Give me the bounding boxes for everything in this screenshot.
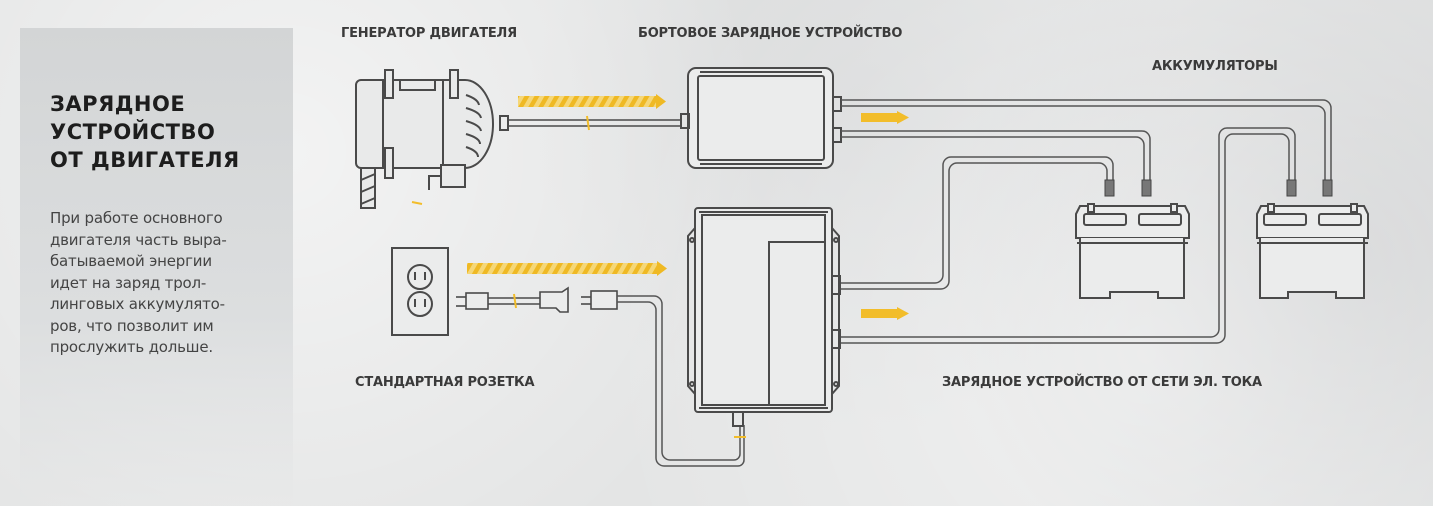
description-line: прослужить дольше. — [50, 338, 213, 356]
description-line: двигателя часть выра- — [50, 230, 227, 249]
description-line: При работе основного — [50, 209, 223, 227]
cable-mark — [411, 201, 423, 205]
label-mains-charger: ЗАРЯДНОЕ УСТРОЙСТВО ОТ СЕТИ ЭЛ. ТОКА — [942, 375, 1262, 390]
output-arrow-icon — [861, 111, 909, 124]
cable-plug-to-mains-charger — [617, 295, 746, 467]
energy-flow-arrow-icon — [518, 94, 666, 109]
description-line: батываемой энергии — [50, 252, 212, 270]
description-line: ров, что позволит им — [50, 316, 214, 335]
energy-flow-arrow-icon — [467, 261, 667, 276]
cable-generator-to-charger — [508, 115, 680, 131]
label-onboard-charger: БОРТОВОЕ ЗАРЯДНОЕ УСТРОЙСТВО — [638, 26, 903, 41]
label-batteries: АККУМУЛЯТОРЫ — [1152, 59, 1278, 74]
onboard-charger-icon — [680, 67, 842, 169]
panel-title-line: УСТРОЙСТВО — [50, 120, 216, 144]
description-line: линговых аккумулято- — [50, 295, 225, 313]
panel-description: При работе основного двигателя часть выр… — [50, 208, 290, 359]
ac-charger-icon — [687, 207, 841, 427]
power-outlet-icon — [391, 247, 449, 336]
description-line: идет на заряд трол- — [50, 273, 207, 292]
battery-icon — [1075, 203, 1190, 299]
cable-terminals — [1104, 179, 1333, 197]
label-engine-generator: ГЕНЕРАТОР ДВИГАТЕЛЯ — [341, 26, 517, 41]
label-standard-outlet: СТАНДАРТНАЯ РОЗЕТКА — [355, 375, 535, 390]
alternator-icon — [355, 69, 509, 209]
panel-title-line: ОТ ДВИГАТЕЛЯ — [50, 148, 240, 172]
panel-title: ЗАРЯДНОЕ УСТРОЙСТВО ОТ ДВИГАТЕЛЯ — [50, 90, 290, 174]
info-panel — [20, 28, 293, 506]
output-arrow-icon — [861, 307, 909, 320]
cable-mains-to-batteries — [840, 127, 1296, 344]
panel-title-line: ЗАРЯДНОЕ — [50, 92, 186, 116]
power-plug-icon — [456, 286, 618, 313]
cable-onboard-to-batteries — [841, 99, 1332, 195]
battery-icon — [1256, 203, 1369, 299]
